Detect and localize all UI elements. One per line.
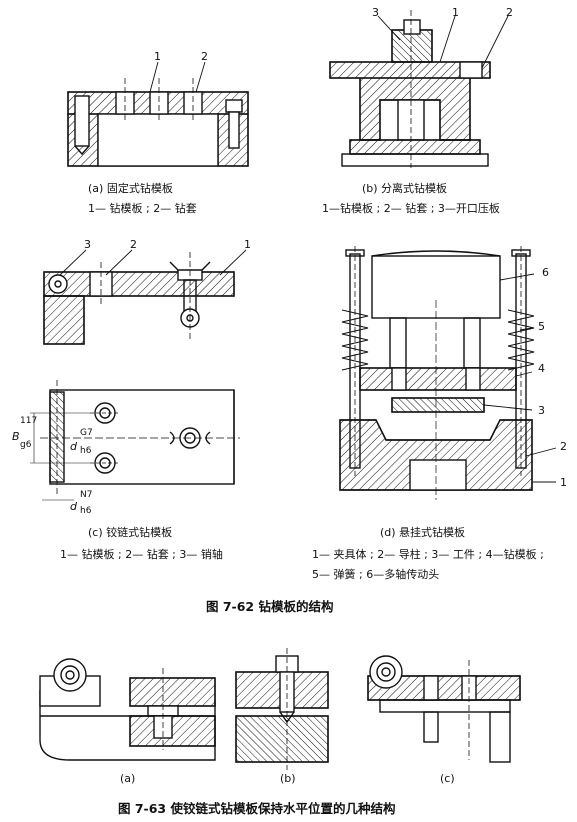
- callout-b-1: 1: [452, 6, 459, 19]
- callout-b-2: 2: [506, 6, 513, 19]
- callout-d-4: 4: [538, 362, 545, 375]
- legend-d-line2: 5— 弹簧 ; 6—多轴传动头: [312, 568, 440, 581]
- figure-title-7-62: 图 7-62 钻模板的结构: [206, 599, 334, 614]
- drawing-a: [67, 61, 249, 167]
- drawing-63c: [367, 655, 521, 763]
- callout-d-1: 1: [560, 476, 567, 489]
- caption-63b: (b): [280, 772, 296, 785]
- callout-d-6: 6: [542, 266, 549, 279]
- legend-c: 1— 钻模板 ; 2— 钻套 ; 3— 销轴: [60, 548, 223, 561]
- drawing-63a: [39, 658, 216, 761]
- callout-a-2: 2: [201, 50, 208, 63]
- caption-c: (c) 铰链式钻模板: [88, 526, 173, 539]
- dim-b-fit-num: 117: [20, 416, 38, 426]
- callout-d-3: 3: [538, 404, 545, 417]
- dim-d2-den: h6: [80, 506, 92, 516]
- drawing-d: [339, 246, 557, 500]
- callout-c-2: 2: [130, 238, 137, 251]
- callout-a-1: 1: [154, 50, 161, 63]
- dim-d2-num: N7: [80, 490, 93, 500]
- caption-d: (d) 悬挂式钻模板: [380, 526, 466, 539]
- callout-c-1: 1: [244, 238, 251, 251]
- dim-b-fit-den: g6: [20, 440, 32, 450]
- drawing-63b: [235, 648, 329, 770]
- caption-a: (a) 固定式钻模板: [88, 182, 173, 195]
- caption-b: (b) 分离式钻模板: [362, 182, 448, 195]
- drawing-b: [329, 10, 509, 168]
- caption-63c: (c): [440, 772, 455, 785]
- dim-d1-num: G7: [80, 428, 93, 438]
- dim-d1-letter: d: [70, 440, 77, 453]
- callout-c-3: 3: [84, 238, 91, 251]
- callout-d-2: 2: [560, 440, 567, 453]
- dim-d1-den: h6: [80, 446, 92, 456]
- figure-title-7-63: 图 7-63 使铰链式钻模板保持水平位置的几种结构: [118, 801, 396, 816]
- legend-d-line1: 1— 夹具体 ; 2— 导柱 ; 3— 工件 ; 4—钻模板 ;: [312, 548, 544, 561]
- legend-a: 1— 钻模板 ; 2— 钻套: [88, 202, 197, 215]
- dim-d2-letter: d: [70, 500, 77, 513]
- callout-d-5: 5: [538, 320, 545, 333]
- drawing-c: [30, 249, 247, 501]
- callout-b-3: 3: [372, 6, 379, 19]
- caption-63a: (a): [120, 772, 136, 785]
- dim-b-letter: B: [12, 430, 20, 443]
- legend-b: 1—钻模板 ; 2— 钻套 ; 3—开口压板: [322, 202, 500, 215]
